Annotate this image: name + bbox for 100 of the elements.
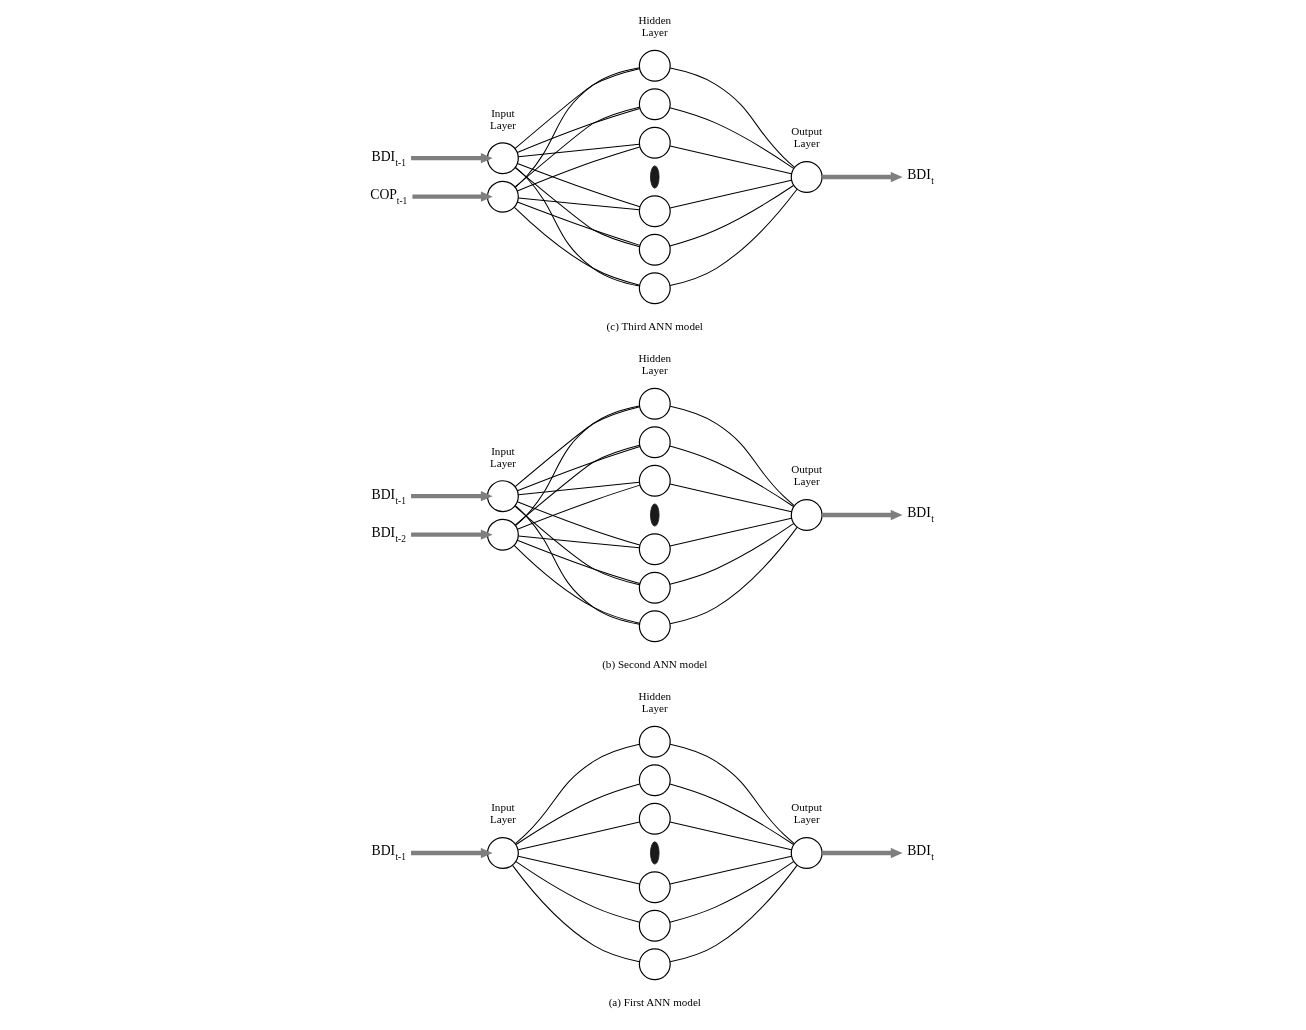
node-circle — [638, 88, 671, 121]
node-circle — [638, 426, 671, 459]
connector — [514, 166, 640, 287]
connector — [516, 446, 640, 492]
node-circle — [638, 725, 671, 758]
connector — [669, 821, 792, 851]
connector — [513, 206, 640, 286]
node-circle — [638, 126, 671, 159]
connector — [513, 544, 640, 624]
connector — [669, 67, 795, 168]
connector — [516, 162, 640, 208]
label: Output Layer — [790, 801, 822, 826]
label: Hidden Layer — [637, 690, 671, 715]
node-circle — [790, 161, 823, 193]
connector — [517, 535, 640, 549]
node-circle — [486, 837, 519, 869]
label: Input Layer — [489, 444, 516, 469]
node-circle — [638, 802, 671, 835]
node-circle — [790, 499, 823, 531]
connector — [668, 107, 794, 169]
connector — [514, 405, 640, 527]
label: Input Layer — [489, 801, 516, 826]
node-circle — [638, 948, 671, 981]
connector — [514, 68, 640, 149]
connector — [669, 145, 792, 175]
connector — [669, 483, 792, 513]
label: Output Layer — [790, 463, 822, 488]
connector — [516, 146, 640, 192]
arrow — [410, 847, 493, 859]
connector — [668, 184, 794, 247]
connector — [516, 484, 640, 530]
connector — [514, 444, 640, 526]
connector — [517, 197, 640, 211]
arrow — [821, 509, 903, 521]
node-circle — [638, 387, 671, 420]
connector — [669, 517, 792, 547]
node-circle — [638, 909, 671, 942]
node-text: BDI$_{t}$ — [906, 167, 934, 187]
node-bar — [649, 165, 659, 189]
connector — [669, 864, 798, 963]
connector — [517, 855, 640, 885]
label: (a) First ANN model — [608, 995, 701, 1008]
node-text: BDI$_{t-1}$ — [371, 148, 406, 168]
node-circle — [638, 571, 671, 604]
label: Hidden Layer — [637, 14, 671, 39]
connector — [669, 526, 798, 625]
connector — [514, 106, 640, 188]
arrow — [410, 153, 493, 164]
connector — [516, 201, 640, 246]
node-circle — [638, 195, 671, 228]
node-circle — [486, 480, 519, 513]
node-text: BDI$_{t-2}$ — [371, 525, 406, 545]
connector — [515, 783, 640, 846]
node-circle — [638, 464, 671, 497]
connector — [668, 523, 794, 585]
connector — [669, 179, 792, 209]
node-circle — [486, 518, 519, 551]
arrow — [410, 491, 493, 502]
node-circle — [638, 233, 671, 266]
arrow — [821, 847, 903, 859]
node-circle — [638, 272, 671, 305]
connector — [517, 143, 640, 158]
node-text: COP$_{t-1}$ — [369, 187, 407, 207]
connector — [514, 505, 640, 625]
label: Output Layer — [790, 125, 822, 150]
connector — [516, 539, 640, 585]
label: Input Layer — [489, 106, 516, 131]
label: (b) Second ANN model — [601, 657, 707, 670]
arrow — [410, 529, 493, 540]
connector — [514, 406, 640, 488]
node-circle — [486, 142, 519, 175]
node-circle — [790, 837, 823, 869]
connector — [668, 445, 794, 508]
connector — [669, 855, 792, 885]
arrow — [821, 171, 903, 183]
node-bar — [649, 841, 659, 865]
connector — [514, 67, 640, 188]
label: (c) Third ANN model — [606, 319, 703, 332]
node-text: BDI$_{t-1}$ — [371, 486, 406, 506]
connector — [515, 861, 640, 923]
connector — [516, 107, 640, 154]
connector — [669, 743, 795, 845]
node-circle — [638, 533, 671, 566]
node-circle — [638, 49, 671, 82]
connector — [517, 481, 640, 496]
connector — [514, 167, 640, 248]
connector — [669, 188, 797, 287]
connector — [514, 743, 640, 845]
node-text: BDI$_{t}$ — [906, 505, 934, 525]
connector — [517, 821, 640, 851]
node-bar — [649, 503, 659, 527]
connector — [668, 861, 794, 923]
node-circle — [638, 871, 671, 904]
node-circle — [638, 764, 671, 797]
node-circle — [638, 610, 671, 643]
node-text: BDI$_{t}$ — [906, 843, 934, 863]
label: Hidden Layer — [637, 352, 671, 377]
connector — [668, 783, 794, 846]
node-circle — [486, 180, 519, 213]
connector — [669, 405, 795, 507]
